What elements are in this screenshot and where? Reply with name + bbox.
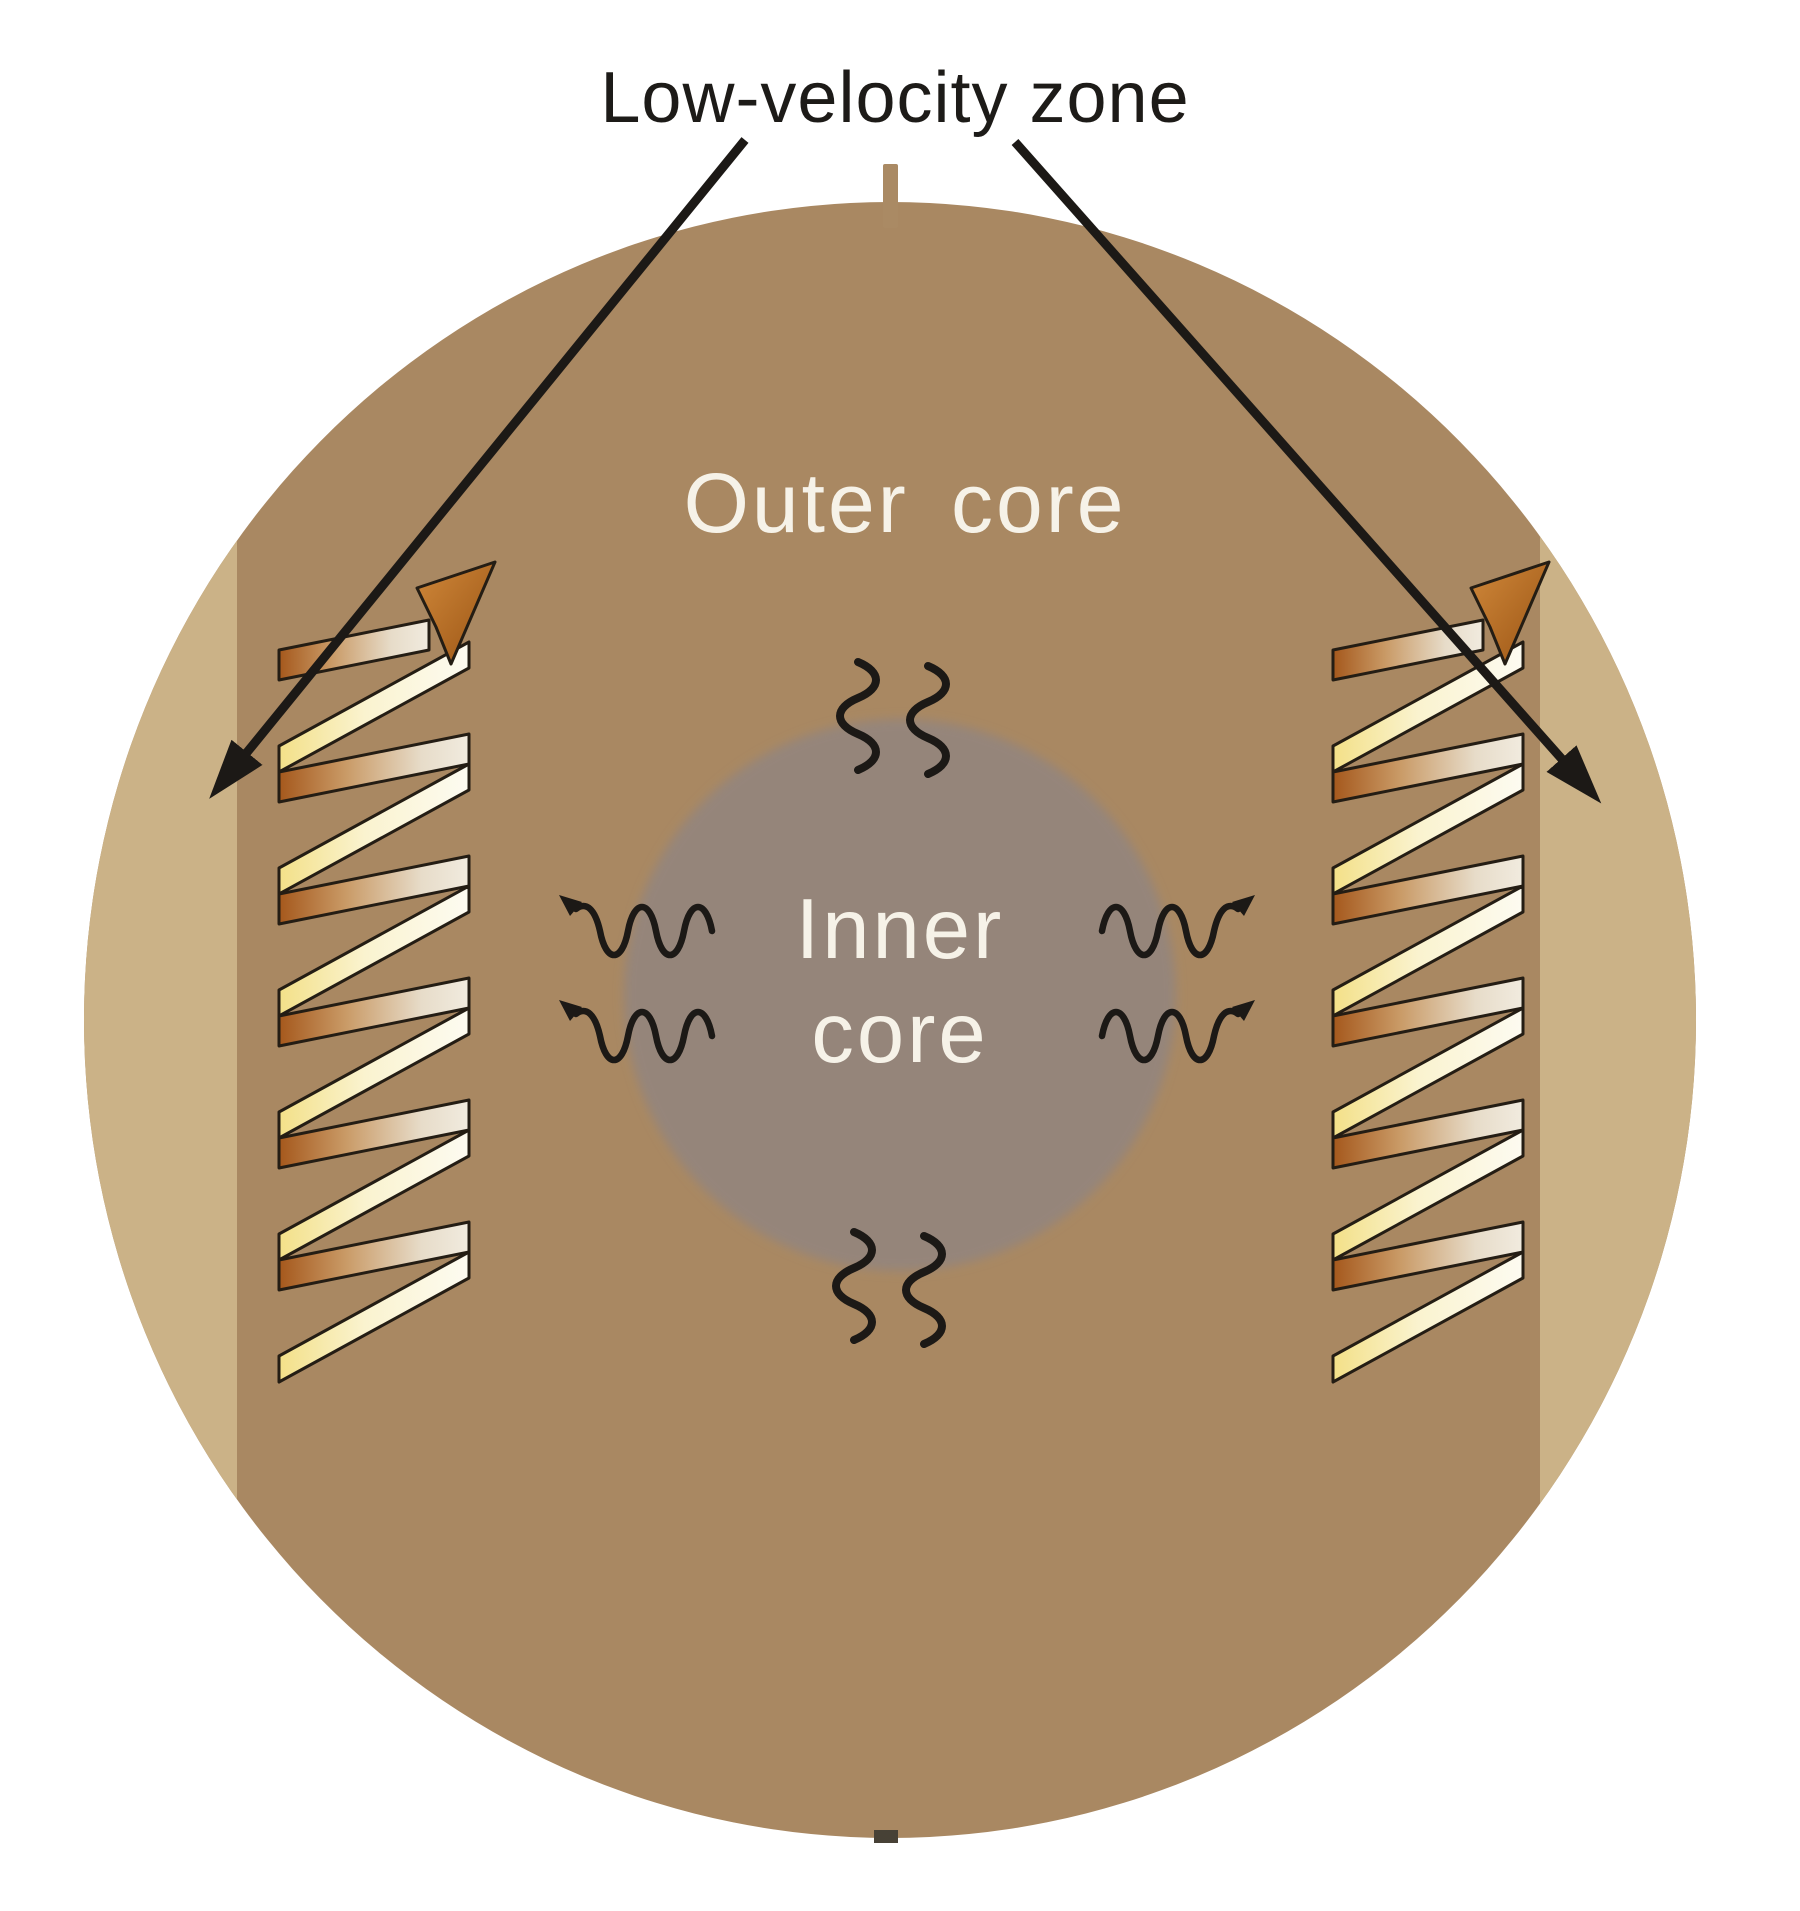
axis-tick-top bbox=[883, 164, 898, 228]
pointer-arrow-left bbox=[209, 137, 749, 799]
outer-core-label: Outer core bbox=[684, 456, 1127, 550]
pointer-arrow-right bbox=[1011, 139, 1602, 804]
inner-core-label-line1: Inner bbox=[796, 882, 1005, 977]
axis-tick-bottom bbox=[874, 1830, 898, 1843]
low-velocity-zone-label: Low-velocity zone bbox=[600, 58, 1189, 138]
inner-core-circle bbox=[624, 719, 1176, 1271]
pointer-arrow-group bbox=[209, 137, 1602, 804]
low-velocity-zone-right bbox=[1540, 202, 1696, 1838]
low-velocity-zone-left bbox=[84, 202, 237, 1838]
inner-core-label-line2: core bbox=[811, 986, 988, 1081]
